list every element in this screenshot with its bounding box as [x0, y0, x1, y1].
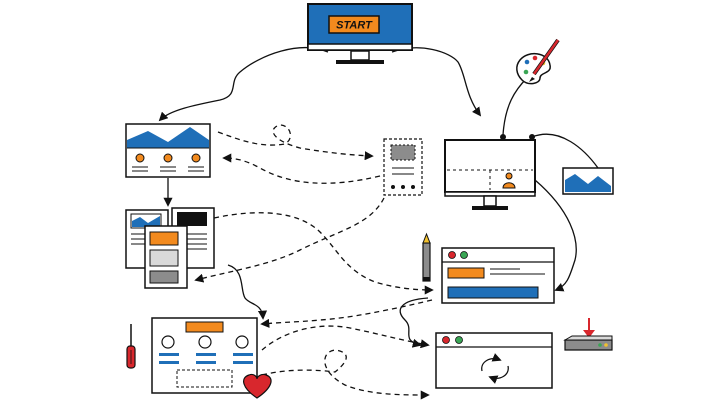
- document-stack-icon: [125, 207, 215, 289]
- start-monitor: START: [307, 3, 413, 64]
- user-figure-icon: [502, 172, 516, 189]
- dashed-docs-to-browser: [213, 212, 434, 295]
- download-arrow-icon: [583, 318, 595, 338]
- dashed-update-to-form: [261, 349, 430, 400]
- browser-window-icon: [441, 247, 555, 304]
- landscape-image-icon: [562, 167, 614, 195]
- start-button[interactable]: START: [328, 15, 380, 34]
- connector-monitor-to-browser: [534, 179, 577, 292]
- component-page-icon: [151, 317, 258, 394]
- pencil-icon: [422, 232, 431, 282]
- wireframe-page-icon: [125, 123, 211, 178]
- heart-icon: [243, 373, 272, 399]
- dashed-card-to-docs: [194, 197, 385, 283]
- close-dot: [448, 251, 456, 259]
- connector-landscape-to-monitor: [531, 133, 599, 169]
- screwdriver-icon: [126, 324, 136, 369]
- dashed-connectors: [194, 124, 434, 400]
- hard-drive-icon: [563, 335, 613, 351]
- connector-docs-to-form: [227, 264, 268, 320]
- dashed-card-to-wireframe: [222, 153, 381, 184]
- dashed-wireframe-to-card: [217, 124, 374, 161]
- document-front: [144, 225, 188, 289]
- update-window-icon: [435, 332, 553, 389]
- placeholder-card-icon: [383, 138, 423, 196]
- connector-start-to-design: [391, 47, 482, 117]
- dashed-form-to-update: [261, 325, 430, 351]
- connector-palette-to-monitor: [502, 77, 528, 136]
- dashed-browser-to-form: [260, 299, 433, 328]
- connector-start-to-wireframe: [158, 47, 329, 122]
- maximize-dot: [455, 336, 463, 344]
- connector-browser-to-update: [399, 297, 429, 348]
- refresh-cycle-icon: [481, 353, 509, 384]
- close-dot: [442, 336, 450, 344]
- design-monitor: [444, 134, 536, 210]
- brush-icon: [529, 38, 560, 82]
- maximize-dot: [460, 251, 468, 259]
- start-button-label: START: [336, 20, 373, 32]
